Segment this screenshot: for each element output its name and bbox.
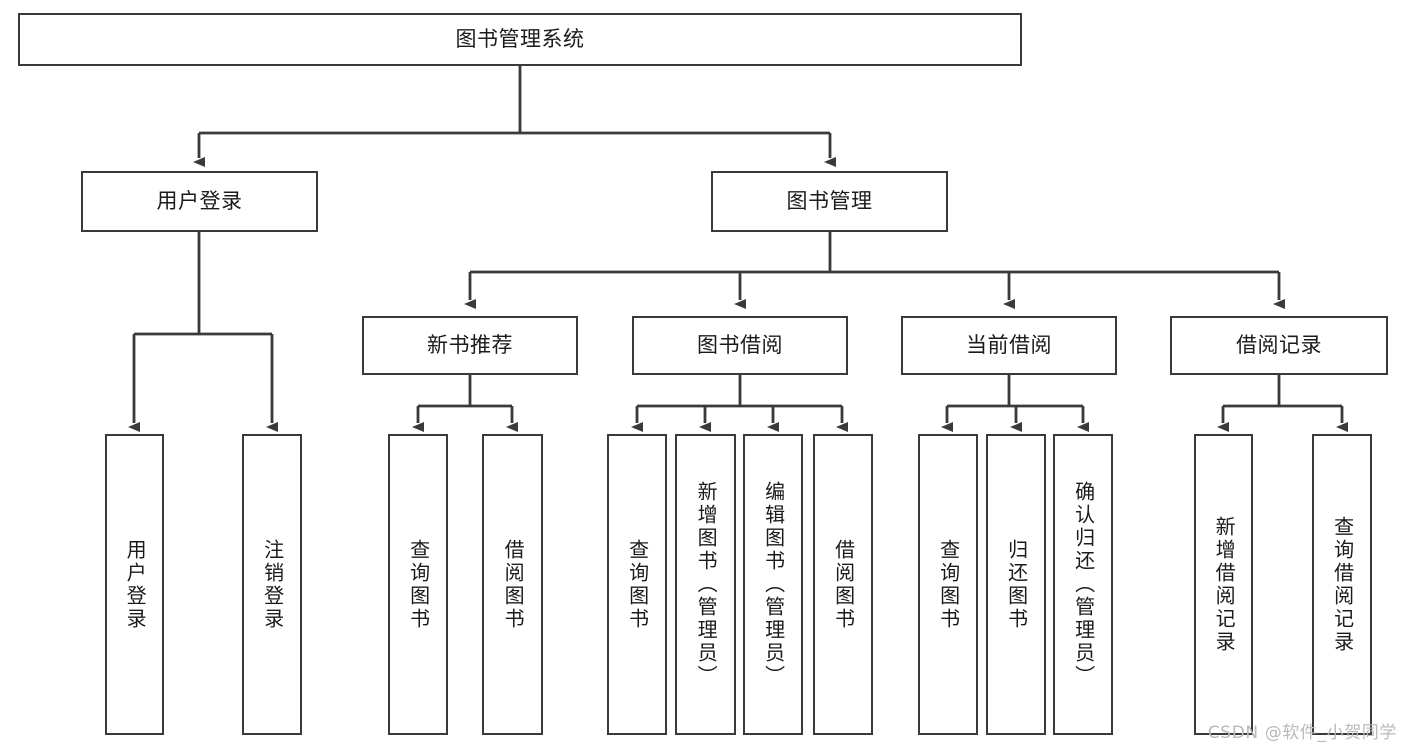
node-leaf-add-book-label: 新增图书（管理员）: [694, 481, 719, 688]
node-root[interactable]: 图书管理系统: [18, 13, 1022, 66]
node-leaf-user-logout-label: 注销登录: [260, 538, 285, 631]
node-book-manage[interactable]: 图书管理: [711, 171, 948, 232]
node-borrow-record[interactable]: 借阅记录: [1170, 316, 1388, 375]
node-leaf-borrow-book-2-label: 借阅图书: [831, 538, 856, 631]
node-leaf-query-book-2-label: 查询图书: [625, 538, 650, 631]
node-leaf-query-record-label: 查询借阅记录: [1330, 515, 1355, 654]
node-leaf-query-book-1-label: 查询图书: [406, 538, 431, 631]
node-leaf-confirm-return[interactable]: 确认归还（管理员）: [1053, 434, 1113, 735]
node-leaf-query-book-3-label: 查询图书: [936, 538, 961, 631]
node-leaf-borrow-book-1-label: 借阅图书: [501, 538, 526, 631]
node-leaf-borrow-book-1[interactable]: 借阅图书: [482, 434, 543, 735]
node-leaf-confirm-return-label: 确认归还（管理员）: [1071, 481, 1096, 688]
node-leaf-add-record[interactable]: 新增借阅记录: [1194, 434, 1253, 735]
node-new-book-recommend[interactable]: 新书推荐: [362, 316, 578, 375]
node-leaf-user-login-label: 用户登录: [123, 538, 148, 631]
node-current-borrow-label: 当前借阅: [966, 333, 1052, 358]
node-book-manage-label: 图书管理: [786, 189, 873, 214]
node-borrow-record-label: 借阅记录: [1236, 333, 1322, 358]
node-leaf-query-record[interactable]: 查询借阅记录: [1312, 434, 1372, 735]
node-user-login-label: 用户登录: [156, 189, 243, 214]
node-user-login[interactable]: 用户登录: [81, 171, 318, 232]
node-leaf-query-book-1[interactable]: 查询图书: [388, 434, 448, 735]
node-leaf-add-book[interactable]: 新增图书（管理员）: [675, 434, 736, 735]
node-book-borrow[interactable]: 图书借阅: [632, 316, 848, 375]
node-leaf-query-book-3[interactable]: 查询图书: [918, 434, 978, 735]
node-leaf-return-book-label: 归还图书: [1004, 538, 1029, 631]
node-leaf-edit-book-label: 编辑图书（管理员）: [761, 481, 786, 688]
node-leaf-return-book[interactable]: 归还图书: [986, 434, 1046, 735]
node-current-borrow[interactable]: 当前借阅: [901, 316, 1117, 375]
node-book-borrow-label: 图书借阅: [697, 333, 783, 358]
node-leaf-add-record-label: 新增借阅记录: [1212, 515, 1237, 654]
node-root-label: 图书管理系统: [455, 27, 585, 52]
node-leaf-edit-book[interactable]: 编辑图书（管理员）: [743, 434, 803, 735]
node-leaf-user-logout[interactable]: 注销登录: [242, 434, 302, 735]
node-leaf-query-book-2[interactable]: 查询图书: [607, 434, 667, 735]
node-new-book-recommend-label: 新书推荐: [427, 333, 513, 358]
csdn-watermark: CSDN @软件_小贺同学: [1207, 723, 1397, 743]
node-leaf-borrow-book-2[interactable]: 借阅图书: [813, 434, 873, 735]
node-leaf-user-login[interactable]: 用户登录: [105, 434, 164, 735]
